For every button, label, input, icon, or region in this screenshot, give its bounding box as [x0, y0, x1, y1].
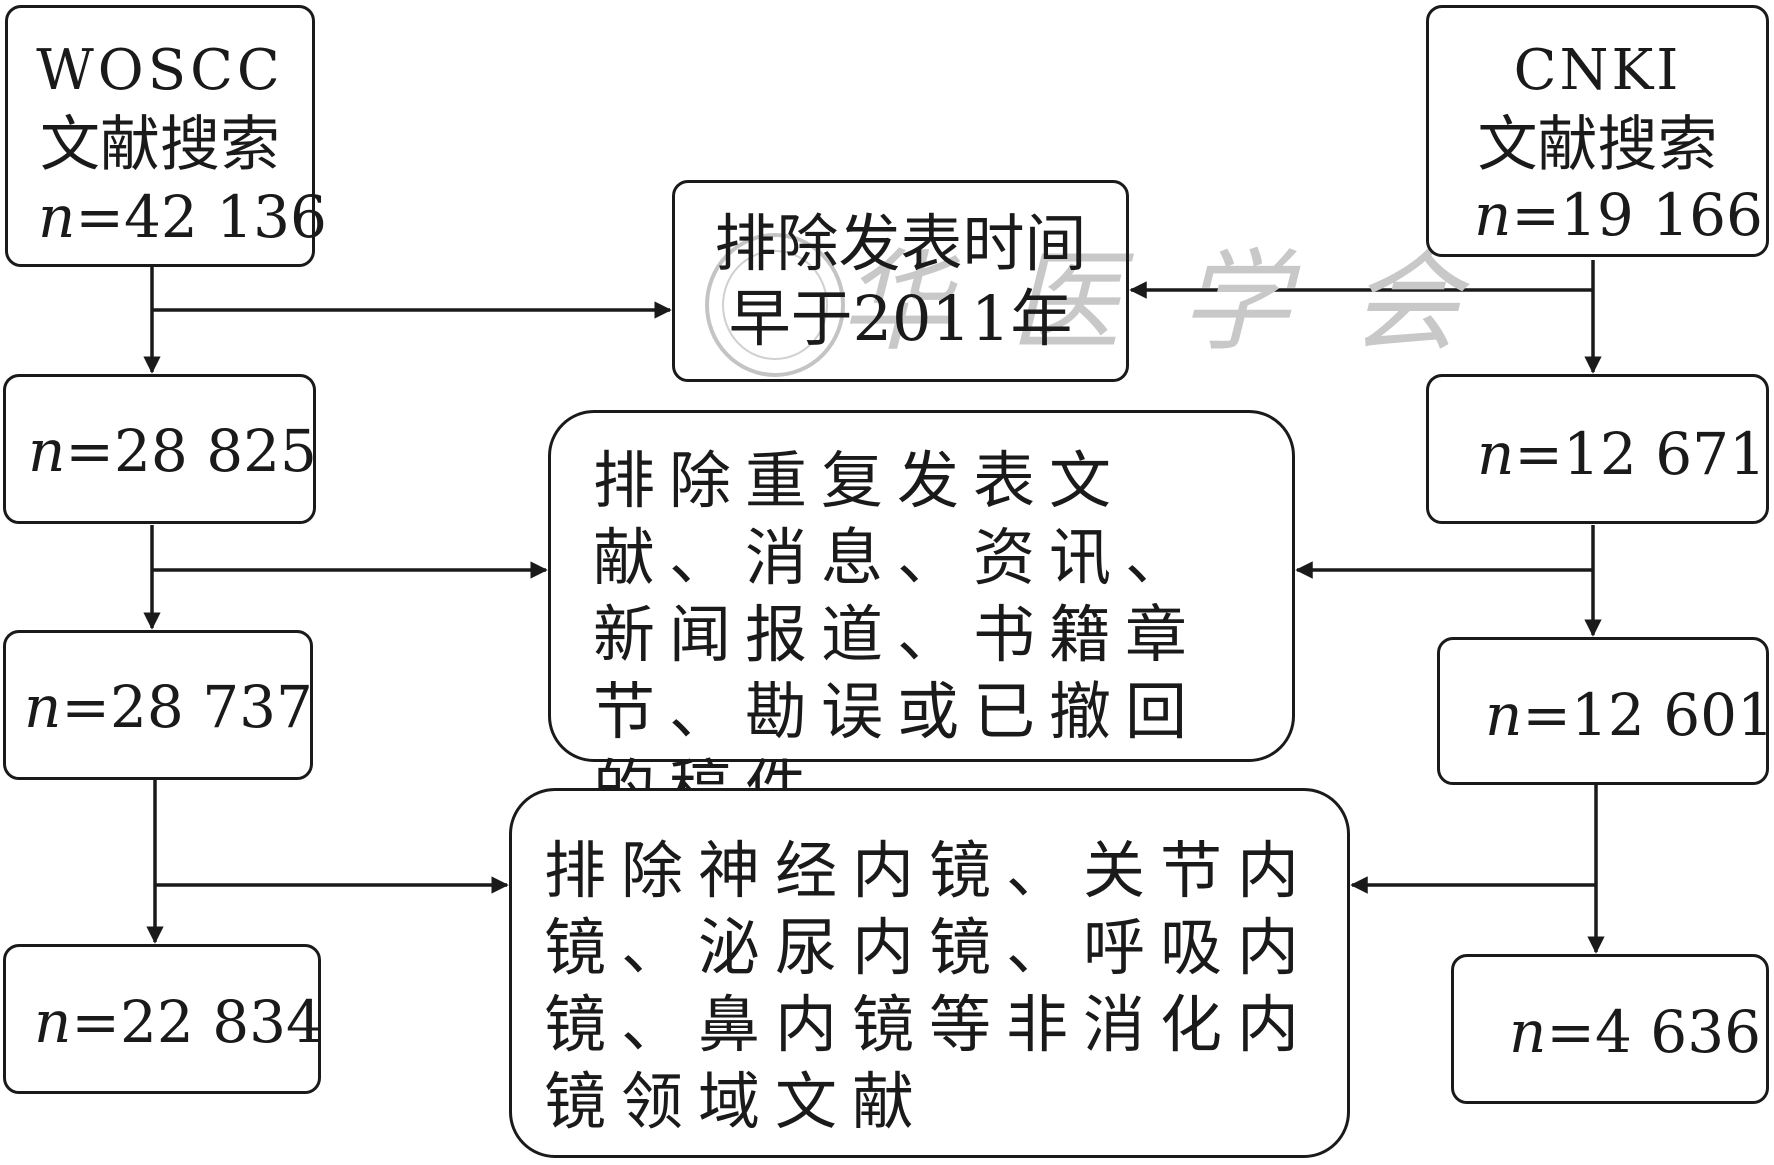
- woscc-source-name: WOSCC: [36, 38, 284, 103]
- exclusion-1-line-1: 排除发表时间: [714, 207, 1087, 280]
- count-value: =4 636: [1546, 998, 1761, 1066]
- n-symbol: n: [38, 183, 76, 251]
- cnki-step-2-count: n=12 601: [1485, 686, 1774, 744]
- exclusion-2-text: 排除重复发表文献、消息、资讯、新闻报道、书籍章节、勘误或已撤回的稿件: [593, 444, 1202, 825]
- count-value: =12 601: [1522, 681, 1774, 749]
- count-value: =22 834: [71, 988, 323, 1056]
- exclusion-box-duplicates: 排除重复发表文献、消息、资讯、新闻报道、书籍章节、勘误或已撤回的稿件: [548, 410, 1295, 825]
- exclusion-1-line-2: 早于2011年: [728, 282, 1073, 355]
- n-symbol: n: [28, 417, 66, 485]
- woscc-step-2-count: n=28 737: [24, 678, 313, 736]
- exclusion-box-publication-date: 排除发表时间 早于2011年: [672, 180, 1129, 382]
- n-symbol: n: [1477, 420, 1515, 488]
- n-symbol: n: [1509, 998, 1547, 1066]
- count-value: =19 166: [1511, 181, 1763, 249]
- count-value: =12 671: [1514, 420, 1766, 488]
- woscc-step-3-box: n=22 834: [3, 944, 323, 1094]
- count-value: =28 825: [65, 417, 317, 485]
- cnki-source-name: CNKI: [1513, 38, 1682, 103]
- woscc-step-3-count: n=22 834: [34, 993, 323, 1051]
- cnki-step-1-box: n=12 671: [1426, 374, 1769, 524]
- cnki-source-count: n=19 166: [1474, 186, 1763, 244]
- cnki-step-1-count: n=12 671: [1477, 425, 1766, 483]
- cnki-step-3-box: n=4 636: [1451, 954, 1769, 1104]
- n-symbol: n: [34, 988, 72, 1056]
- woscc-step-1-count: n=28 825: [28, 422, 317, 480]
- exclusion-3-text: 排除神经内镜、关节内镜、泌尿内镜、呼吸内镜、鼻内镜等非消化内镜领域文献: [544, 834, 1315, 1138]
- cnki-step-2-box: n=12 601: [1437, 637, 1774, 785]
- count-value: =42 136: [75, 183, 327, 251]
- cnki-source-label: 文献搜索: [1477, 110, 1718, 180]
- woscc-source-box: WOSCC 文献搜索 n=42 136: [5, 5, 327, 267]
- n-symbol: n: [1474, 181, 1512, 249]
- count-value: =28 737: [61, 673, 313, 741]
- exclusion-box-non-digestive: 排除神经内镜、关节内镜、泌尿内镜、呼吸内镜、鼻内镜等非消化内镜领域文献: [509, 788, 1350, 1158]
- n-symbol: n: [24, 673, 62, 741]
- woscc-step-1-box: n=28 825: [3, 374, 317, 524]
- cnki-step-3-count: n=4 636: [1509, 1003, 1761, 1061]
- cnki-source-box: CNKI 文献搜索 n=19 166: [1426, 5, 1769, 257]
- woscc-source-label: 文献搜索: [40, 110, 280, 180]
- woscc-step-2-box: n=28 737: [3, 630, 313, 780]
- woscc-source-count: n=42 136: [38, 188, 327, 246]
- n-symbol: n: [1485, 681, 1523, 749]
